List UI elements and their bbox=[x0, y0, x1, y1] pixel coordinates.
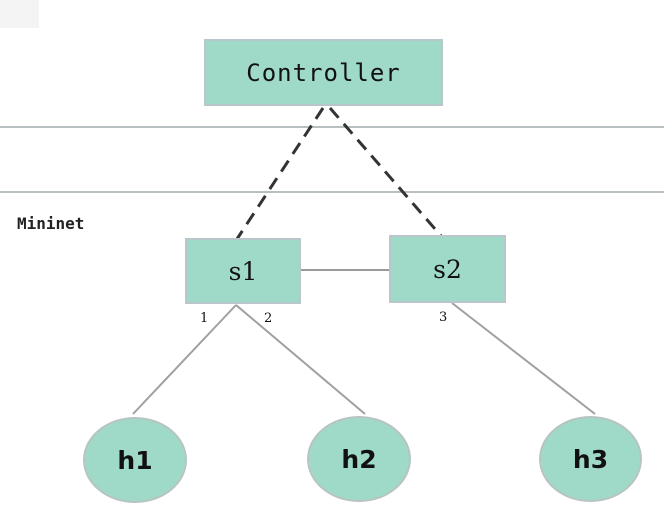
host-h2-label: h2 bbox=[341, 444, 377, 474]
host-h2: h2 bbox=[307, 416, 411, 502]
port-1-label: 1 bbox=[200, 311, 209, 326]
upper-band-line bbox=[0, 126, 664, 128]
s1-h2-link bbox=[235, 304, 366, 415]
host-h1-label: h1 bbox=[117, 445, 153, 475]
controller-node: Controller bbox=[204, 39, 443, 106]
switch-s1-label: s1 bbox=[228, 256, 258, 286]
switch-s2-label: s2 bbox=[433, 254, 462, 284]
port-3-label: 3 bbox=[439, 310, 448, 325]
lower-band-line bbox=[0, 191, 664, 193]
s2-h3-link bbox=[451, 302, 596, 415]
host-h3-label: h3 bbox=[572, 444, 609, 474]
switch-s2: s2 bbox=[389, 235, 506, 303]
controller-label: Controller bbox=[246, 58, 401, 87]
port-2-label: 2 bbox=[264, 311, 273, 326]
controller-s2-dashed-link bbox=[328, 107, 444, 238]
switch-s1: s1 bbox=[185, 238, 301, 304]
mininet-label: Mininet bbox=[17, 214, 85, 233]
controller-s1-dashed-link bbox=[235, 107, 325, 240]
host-h3: h3 bbox=[539, 416, 642, 502]
top-left-blur-mark bbox=[0, 0, 39, 28]
host-h1: h1 bbox=[83, 417, 187, 503]
s1-h1-link bbox=[132, 304, 237, 415]
